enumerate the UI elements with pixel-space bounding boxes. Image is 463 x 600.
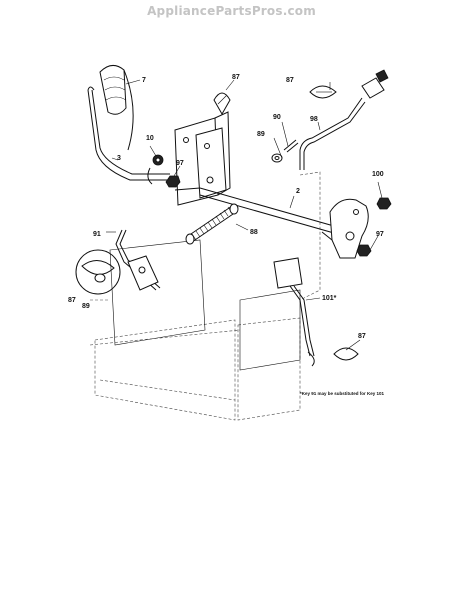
torsion-spring-part-10 xyxy=(147,154,164,185)
callout-88: 88 xyxy=(250,229,258,236)
callout-10: 10 xyxy=(146,135,154,142)
lift-lever-part-3 xyxy=(87,86,170,181)
nut-part-100 xyxy=(376,197,392,210)
callout-89-b: 89 xyxy=(82,303,90,310)
callout-2: 2 xyxy=(296,188,300,195)
callout-97-a: 97 xyxy=(176,160,184,167)
washer-part-89-upper xyxy=(271,153,283,163)
substitution-note: *Key 91 may be substituted for Key 101 xyxy=(300,391,385,396)
frame-outline xyxy=(89,171,321,421)
hairpin-clip-part-87-a xyxy=(213,92,231,116)
lift-arm-bracket xyxy=(321,198,369,259)
callout-91: 91 xyxy=(93,231,101,238)
callout-101: 101* xyxy=(322,295,337,302)
mounting-bracket xyxy=(174,111,231,206)
handle-grip-part-7 xyxy=(99,65,134,151)
callouts: 7 87 87 10 97 3 89 90 98 100 2 88 97 91 … xyxy=(68,74,385,396)
hairpin-clip-part-87-c xyxy=(333,347,359,361)
nut-part-97-lower xyxy=(356,244,372,257)
callout-90: 90 xyxy=(273,114,281,121)
callout-3: 3 xyxy=(117,155,121,162)
callout-87-b: 87 xyxy=(286,77,294,84)
callout-7: 7 xyxy=(142,77,146,84)
lift-link-part-98 xyxy=(299,69,389,170)
callout-87-a: 87 xyxy=(232,74,240,81)
extension-spring-part-88 xyxy=(185,203,239,245)
watermark-text: AppliancePartsPros.com xyxy=(147,4,316,18)
callout-97-b: 97 xyxy=(376,231,384,238)
pin-part-90 xyxy=(283,139,299,153)
callout-87-d: 87 xyxy=(358,333,366,340)
lift-link-part-101 xyxy=(273,257,315,367)
leader-lines xyxy=(106,79,383,351)
hairpin-clip-part-87-b xyxy=(309,85,337,99)
callout-100: 100 xyxy=(372,171,384,178)
detail-circle xyxy=(75,249,121,295)
callout-87-c: 87 xyxy=(68,297,76,304)
callout-98: 98 xyxy=(310,116,318,123)
nut-part-97-upper xyxy=(165,175,181,188)
callout-89-a: 89 xyxy=(257,131,265,138)
cross-shaft-part-2 xyxy=(174,187,356,240)
lift-link-part-91 xyxy=(115,229,161,291)
